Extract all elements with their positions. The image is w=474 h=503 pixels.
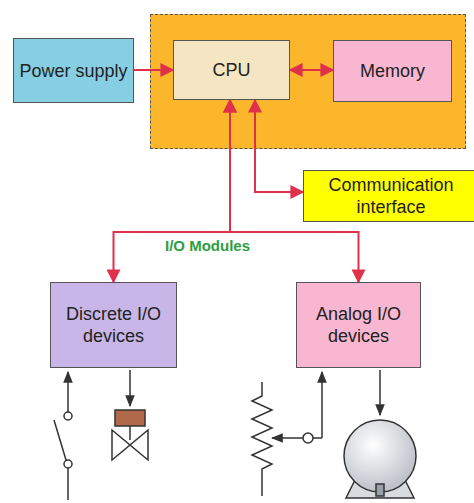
memory-box: Memory [333,40,452,102]
node-label: Power supply [19,60,127,82]
bus-label: I/O Modules [165,237,250,254]
bus-connector [134,69,173,71]
cpu-box: CPU [173,40,290,100]
bus-connector [114,100,231,282]
bus-connector [290,69,333,71]
switch-symbol [54,372,72,500]
pump-symbol [344,370,416,498]
node-label: Communication interface [304,174,474,218]
node-label: Memory [360,60,425,82]
communication-box: Communication interface [303,170,474,222]
discrete-io-box: Discrete I/O devices [50,282,177,368]
valve-symbol [112,370,148,460]
potentiometer-symbol [252,372,322,496]
node-label: Analog I/O devices [297,303,420,347]
bus-connector [255,100,303,192]
node-label: CPU [212,59,250,81]
analog-io-box: Analog I/O devices [296,282,421,368]
power-supply-box: Power supply [13,38,134,103]
node-label: Discrete I/O devices [51,303,176,347]
